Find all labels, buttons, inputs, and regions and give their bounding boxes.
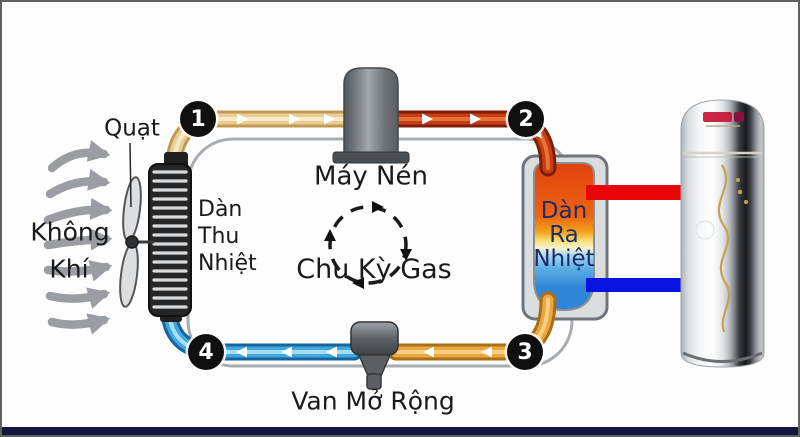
floral-decor [717, 164, 748, 333]
stage-badge-4: 4 [188, 334, 224, 370]
evaporator-label-line1: Dàn [198, 197, 243, 222]
gas-cycle-label: Chu Kỳ Gas [296, 254, 452, 286]
bottom-frame-bar [2, 427, 798, 435]
air-label-line2: Khí [49, 254, 89, 284]
condenser-label-line2: Ra [549, 222, 579, 248]
fan [119, 176, 154, 308]
fan-label-pointer [129, 142, 132, 208]
stage-badge-1: 1 [180, 101, 216, 137]
evaporator-coil [148, 152, 192, 322]
compressor-label: Máy Nén [314, 161, 428, 192]
condenser-label-line1: Dàn [540, 198, 588, 224]
compressor-body [332, 67, 410, 164]
air-flow-arrows [43, 140, 113, 335]
evaporator-label-line3: Nhiệt [198, 251, 257, 276]
hot-water-pipe [586, 185, 686, 200]
cold-water-pipe [586, 278, 686, 292]
fan-label: Quạt [104, 115, 160, 142]
stage-badge-2: 2 [508, 101, 544, 137]
condenser-label-line3: Nhiệt [533, 246, 595, 272]
brand-logo [703, 112, 744, 127]
evaporator-label: Dàn Thu Nhiệt [198, 196, 257, 277]
air-label-line1: Không [30, 217, 110, 247]
evaporator-label-line2: Thu [198, 224, 240, 249]
stage-badge-3: 3 [507, 334, 543, 370]
expansion-valve-label: Van Mở Rộng [291, 386, 455, 416]
gas-cycle-arrows [324, 201, 412, 289]
condenser-label: Dàn Ra Nhiệt [533, 199, 594, 271]
water-tank [680, 99, 765, 368]
expansion-valve-body [350, 321, 399, 390]
